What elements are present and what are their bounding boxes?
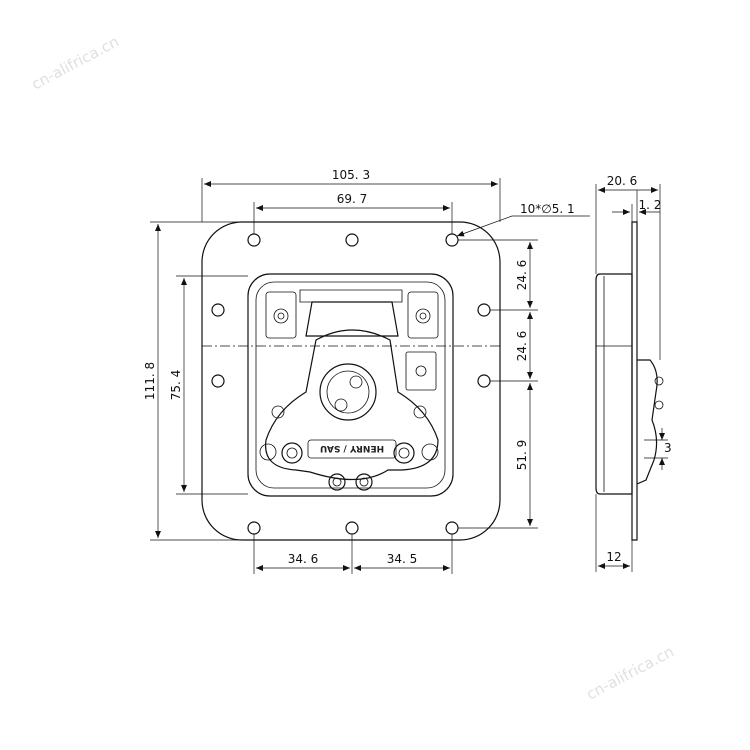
watermark-bottom: cn-alifrica.cn: [583, 642, 676, 703]
dim-bottom: 34. 6 34. 5: [253, 534, 453, 574]
hole-icon: [345, 521, 359, 535]
dim-overall-width: 105. 3: [201, 168, 501, 222]
bottom-right-spacing-label: 34. 5: [387, 552, 418, 566]
middle-hole-spacing-label: 24. 6: [515, 331, 529, 362]
hole-icon: [445, 521, 459, 535]
hole-icon: [247, 521, 261, 535]
lower-hole-spacing-label: 51. 9: [515, 440, 529, 471]
side-body: [595, 273, 633, 495]
outer-plate: [201, 221, 501, 541]
hole-icon: [247, 233, 261, 247]
hole-icon: [477, 374, 491, 388]
hole-icon: [477, 303, 491, 317]
brand-logo: HENRY / SAU: [320, 443, 384, 453]
overall-depth-label: 20. 6: [607, 174, 638, 188]
latch-offset-label: 3: [664, 441, 672, 455]
side-view: [595, 190, 664, 541]
inner-height-label: 75. 4: [169, 370, 183, 401]
hole-icon: [211, 303, 225, 317]
body-depth-label: 12: [606, 550, 621, 564]
dim-inner-height: 75. 4: [169, 275, 248, 495]
dim-hole-callout: 10*∅5. 1: [456, 202, 590, 237]
overall-height-label: 111. 8: [143, 362, 157, 400]
hole-spacing-label: 69. 7: [337, 192, 368, 206]
recessed-tray: [247, 273, 454, 497]
side-latch: [636, 359, 658, 485]
bottom-left-spacing-label: 34. 6: [288, 552, 319, 566]
dim-hole-spacing: 69. 7: [253, 192, 453, 234]
flange-thickness-label: 1. 2: [639, 198, 662, 212]
hole-icon: [211, 374, 225, 388]
dim-side: 20. 6 1. 2 3 12: [595, 174, 672, 572]
front-view: HENRY / SAU: [201, 221, 501, 541]
side-flange: [631, 221, 638, 541]
dim-right-vertical: 24. 6 24. 6 51. 9: [458, 239, 538, 529]
upper-hole-spacing-label: 24. 6: [515, 260, 529, 291]
hole-icon: [445, 233, 459, 247]
hole-spec-label: 10*∅5. 1: [520, 202, 575, 216]
latch-plate: [264, 329, 439, 481]
overall-width-label: 105. 3: [332, 168, 370, 182]
watermark-top: cn-alifrica.cn: [28, 32, 121, 93]
dim-overall-height: 111. 8: [143, 221, 240, 541]
hole-icon: [345, 233, 359, 247]
